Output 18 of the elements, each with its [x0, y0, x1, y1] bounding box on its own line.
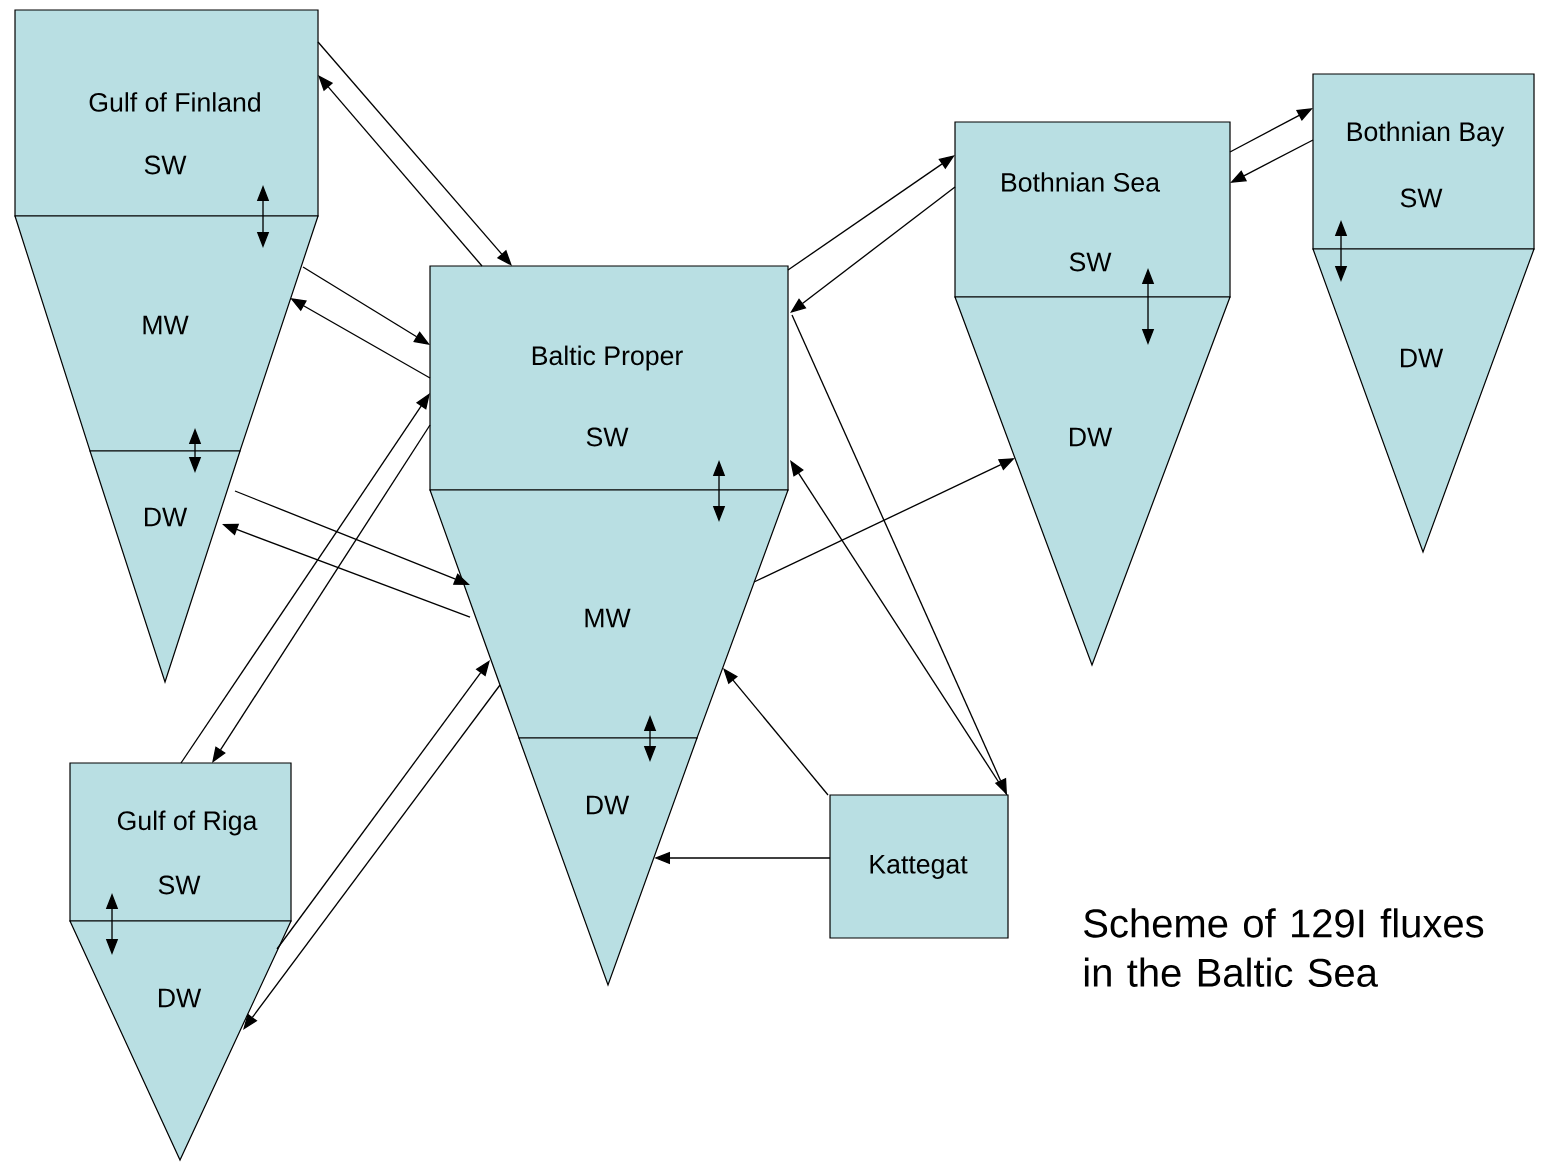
arrow	[317, 41, 512, 266]
arrow	[276, 660, 490, 950]
arrow	[302, 266, 430, 345]
basin-box: Bothnian Sea SW	[954, 121, 1231, 298]
basin-box: Baltic Proper SW	[429, 265, 789, 491]
arrow	[243, 684, 501, 1030]
arrow	[318, 75, 483, 267]
arrow	[787, 155, 955, 271]
basin-box: Gulf of Finland SW	[14, 9, 319, 217]
arrow	[212, 424, 431, 763]
basin-box: Kattegat	[829, 794, 1009, 939]
basin-box: Gulf of Riga SW	[69, 762, 292, 922]
caption: Scheme of 129I fluxes in the Baltic Sea	[1084, 908, 1484, 987]
arrow	[180, 393, 430, 764]
arrow	[790, 186, 956, 313]
arrow	[723, 668, 829, 796]
basin-box: Bothnian Bay SW	[1312, 73, 1535, 250]
arrow	[790, 460, 1008, 796]
